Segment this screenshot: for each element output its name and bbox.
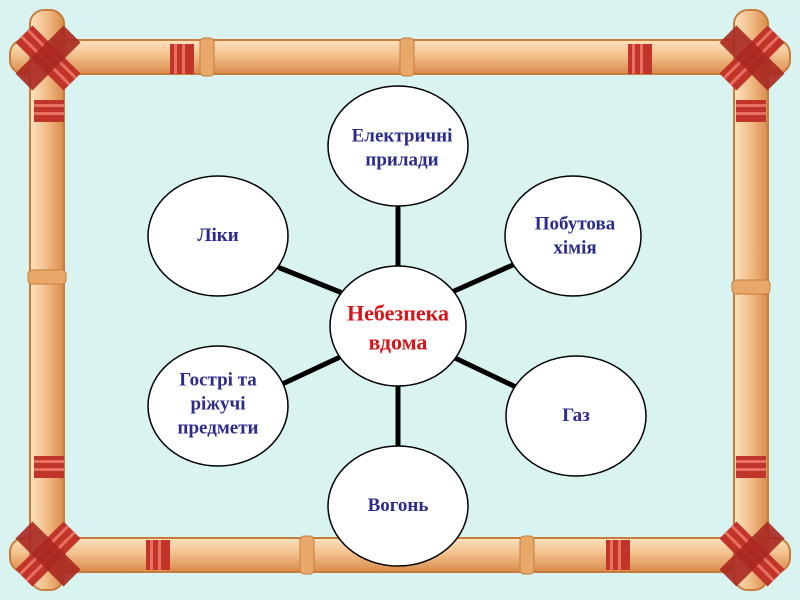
- connector-sharp: [275, 355, 341, 389]
- node-label-chemicals: Побутова хімія: [534, 213, 616, 258]
- node-circle-medicine: [147, 175, 289, 297]
- connectors: [275, 205, 521, 449]
- node-label-medicine: Ліки: [197, 225, 239, 247]
- node-circle-chemicals: [504, 175, 642, 297]
- node-label-gas: Газ: [562, 405, 590, 427]
- node-label-electrical: Електричні прилади: [351, 125, 453, 170]
- node-circle-electrical: [327, 85, 469, 207]
- connector-chemicals: [449, 261, 518, 295]
- node-circle-gas: [505, 355, 647, 477]
- node-circle-fire: [327, 445, 469, 567]
- connector-medicine: [277, 265, 343, 295]
- frame-left-pole: [27, 9, 67, 591]
- node-circle-center: [329, 265, 467, 387]
- node-label-sharp: Гострі та ріжучі предмети: [177, 369, 259, 438]
- frame-top-pole: [9, 37, 791, 77]
- center-label: Небезпека вдома: [347, 300, 449, 354]
- node-circle-sharp: [147, 345, 289, 467]
- frame-corner-bindings: [15, 25, 785, 587]
- node-label-fire: Вогонь: [367, 495, 429, 517]
- frame-right-pole: [731, 9, 771, 591]
- connector-gas: [452, 355, 521, 391]
